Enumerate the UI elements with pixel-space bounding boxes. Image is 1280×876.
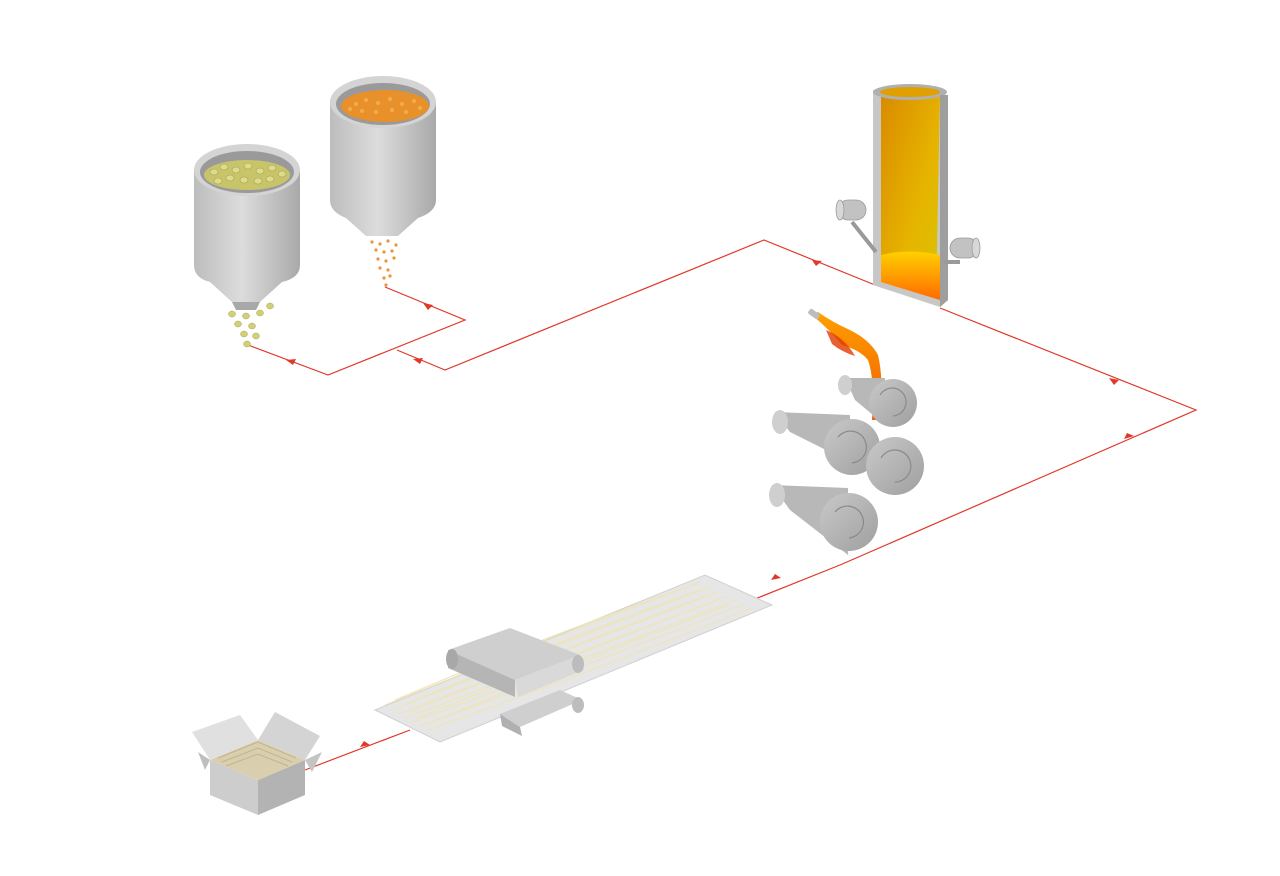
box-flap [198, 752, 210, 770]
flow-line-furnace-out [744, 307, 1198, 604]
packaging-box [192, 712, 322, 815]
silo-pellets [194, 144, 300, 348]
flow-line-to-box [304, 729, 411, 771]
flow-arrows [286, 260, 1134, 747]
arrow-icon [771, 574, 781, 580]
arrow-icon [360, 741, 370, 747]
flow-line-to-furnace [396, 239, 876, 371]
spinner-wheel-icon [838, 375, 917, 427]
arrow-icon [812, 260, 822, 266]
molten-stream [812, 312, 882, 420]
box-flap [192, 715, 258, 760]
burner-right [944, 237, 981, 264]
burner-left [835, 199, 878, 254]
spinner-wheel-icon [769, 483, 878, 555]
arrow-icon [1109, 378, 1119, 385]
arrow-icon [286, 359, 296, 365]
flow-line-pellets [247, 286, 467, 376]
spinner-wheel-icon [866, 437, 924, 495]
falling-granules [370, 239, 398, 287]
box-flap [305, 752, 322, 772]
flow-lines [247, 239, 1198, 771]
conveyor-upper-belt [446, 628, 584, 697]
silo-granules [330, 76, 436, 287]
spinner-machine [769, 308, 924, 555]
conveyor-lower-belt [500, 690, 584, 736]
arrow-icon [423, 303, 433, 310]
falling-pellets [228, 302, 274, 348]
fiber-conveyor [373, 574, 774, 743]
box-flap [258, 712, 320, 760]
arrow-icon [1124, 433, 1134, 439]
spinner-wheel-icon [772, 410, 880, 475]
arrow-icon [413, 358, 423, 364]
furnace [835, 84, 981, 307]
